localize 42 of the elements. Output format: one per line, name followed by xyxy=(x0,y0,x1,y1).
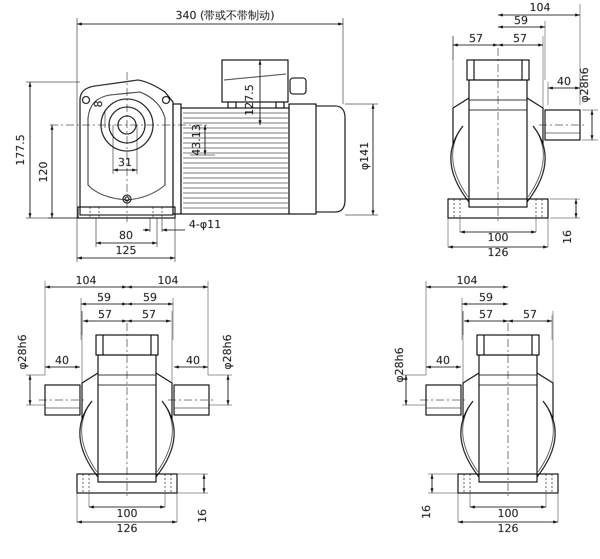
dimension-label: 31 xyxy=(118,157,132,169)
dimension-label: 127.5 xyxy=(244,84,256,116)
dimension-label: 43.13 xyxy=(191,124,203,156)
dimension-label: 40 xyxy=(436,355,450,367)
dimension-label: 59 xyxy=(514,15,528,27)
dimension-label: 104 xyxy=(530,2,550,14)
dimension-label: 57 xyxy=(142,309,156,321)
dimension-label: 16 xyxy=(562,230,574,244)
dimension-label: 125 xyxy=(116,245,136,257)
dimension-label: 100 xyxy=(116,508,138,520)
dimension-label: φ28h6 xyxy=(222,334,234,370)
dimension-label: 59 xyxy=(479,292,493,304)
dimension-label: 8 xyxy=(93,100,105,108)
dimension-label: 340 (带或不带制动) xyxy=(175,10,275,22)
dimension-label: 57 xyxy=(469,33,483,45)
dimension-label: 104 xyxy=(456,275,478,287)
dimension-label: 126 xyxy=(116,523,138,535)
dimension-label: 126 xyxy=(488,247,508,259)
dimension-label: 59 xyxy=(143,292,157,304)
dimension-label: 57 xyxy=(513,33,527,45)
dimension-label: 16 xyxy=(421,505,433,519)
dimension-label: 40 xyxy=(55,355,69,367)
dimension-label: φ141 xyxy=(359,142,371,170)
dimension-label: 120 xyxy=(38,162,50,182)
dimension-label: 57 xyxy=(523,309,537,321)
dimension-label: 40 xyxy=(186,355,200,367)
dimension-label: 57 xyxy=(98,309,112,321)
dimension-label: 57 xyxy=(479,309,493,321)
dimension-label: 104 xyxy=(158,275,178,287)
dimension-label: φ28h6 xyxy=(394,347,406,383)
dimension-label: 40 xyxy=(557,76,571,88)
dimension-label: 126 xyxy=(498,523,518,535)
dimension-label: 177.5 xyxy=(15,134,27,166)
dimension-label: 100 xyxy=(488,232,508,244)
dimension-label: 16 xyxy=(197,509,209,523)
dimension-label: 4-φ11 xyxy=(188,219,222,231)
dimension-label: φ28h6 xyxy=(17,334,29,370)
dimension-label: 80 xyxy=(119,230,133,242)
dimension-label: 100 xyxy=(498,508,518,520)
dimension-label: 104 xyxy=(76,275,96,287)
dimension-label: φ28h6 xyxy=(579,67,591,103)
dimension-label: 59 xyxy=(97,292,111,304)
